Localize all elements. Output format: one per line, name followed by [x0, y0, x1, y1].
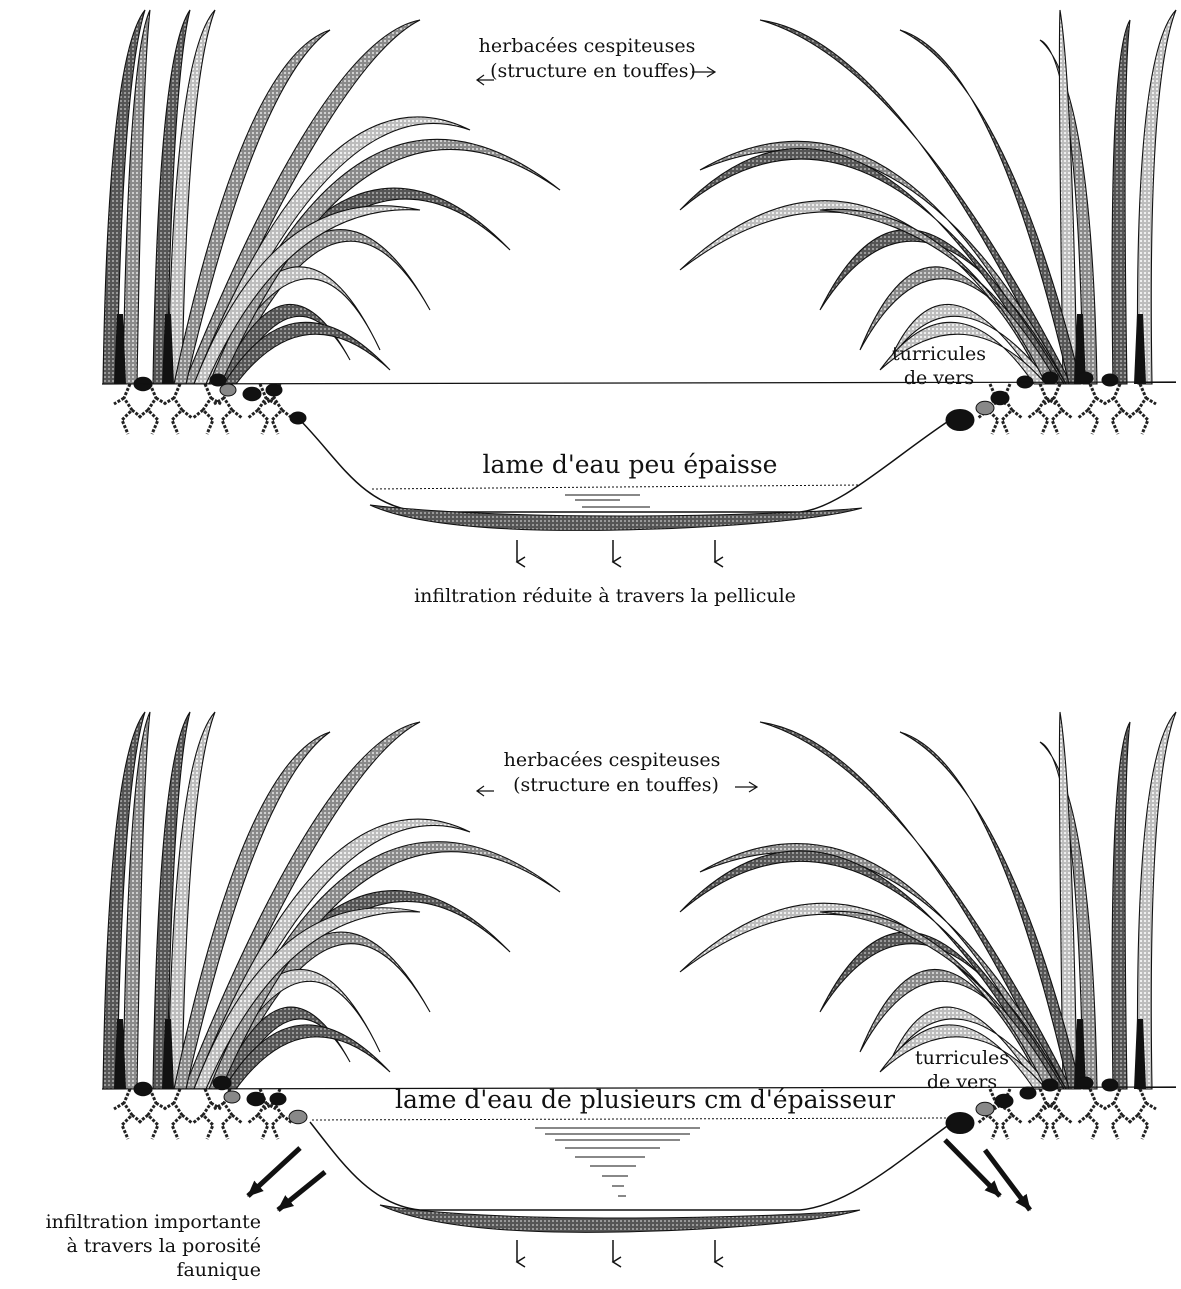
root [164, 384, 192, 434]
infiltration-label-line2: à travers la porosité [66, 1235, 261, 1257]
grass-label-line2: (structure en touffes) [490, 60, 696, 82]
worm-cast [976, 1102, 994, 1116]
surface-crust [370, 505, 862, 530]
worm-cast [991, 391, 1009, 405]
root [1128, 384, 1156, 434]
casts-label-line1: turricules [915, 1047, 1009, 1069]
grass-label-line1: herbacées cespiteuses [504, 749, 721, 771]
root [164, 1089, 192, 1139]
root [193, 384, 221, 434]
worm-cast [266, 384, 282, 396]
worm-cast [946, 410, 974, 431]
root [1078, 384, 1106, 434]
root [193, 1089, 221, 1139]
root [138, 1089, 166, 1139]
worm-cast [213, 1076, 231, 1090]
root [114, 1089, 142, 1139]
infiltration-label: infiltration réduite à travers la pellic… [414, 585, 796, 607]
root [1128, 1089, 1156, 1139]
water-ripples [535, 1128, 700, 1196]
casts-label-line1: turricules [892, 343, 986, 365]
macropore-infiltration-arrows [248, 1140, 1030, 1210]
root [1044, 1089, 1072, 1139]
worm-cast [270, 1093, 286, 1105]
infiltration-label-line3: faunique [176, 1259, 261, 1281]
worm-cast [243, 387, 261, 401]
infiltration-label-line1: infiltration importante [46, 1211, 261, 1233]
surface-crust [380, 1205, 860, 1232]
water-label: lame d'eau peu épaisse [483, 450, 778, 479]
root [1104, 384, 1132, 434]
root [1104, 1089, 1132, 1139]
root [1028, 384, 1056, 434]
panel-thick-water-layer: herbacées cespiteuses (structure en touf… [46, 712, 1176, 1281]
worm-cast [976, 401, 994, 415]
casts-label-line2: de vers [927, 1071, 997, 1093]
worm-cast [1102, 374, 1118, 386]
worm-cast [289, 1110, 307, 1124]
grass-label-line1: herbacées cespiteuses [479, 35, 696, 57]
water-label: lame d'eau de plusieurs cm d'épaisseur [395, 1085, 895, 1114]
casts-label-line2: de vers [904, 367, 974, 389]
grass-label-line2: (structure en touffes) [513, 774, 719, 796]
water-ripples [565, 495, 650, 507]
worm-cast [946, 1113, 974, 1134]
root [138, 384, 166, 434]
grass-leaf [1112, 722, 1130, 1089]
infiltration-arrows [517, 540, 715, 562]
infiltration-arrows [517, 1240, 715, 1262]
grass-arrow-left [477, 786, 494, 796]
worm-cast [220, 384, 236, 396]
root [1044, 384, 1072, 434]
grass-leaf [1112, 20, 1130, 384]
worm-cast [224, 1091, 240, 1103]
root [114, 384, 142, 434]
grass-arrow-right [735, 782, 757, 792]
worm-cast [1042, 1079, 1058, 1091]
root [1078, 1089, 1106, 1139]
worm-cast [247, 1092, 265, 1106]
panel-thin-water-film: herbacées cespiteuses (structure en touf… [102, 10, 1176, 607]
worm-cast [995, 1094, 1013, 1108]
worm-cast [1102, 1079, 1118, 1091]
water-surface [312, 1118, 948, 1120]
worm-cast [1020, 1087, 1036, 1099]
water-surface [372, 485, 860, 489]
ground-line [102, 382, 1176, 384]
